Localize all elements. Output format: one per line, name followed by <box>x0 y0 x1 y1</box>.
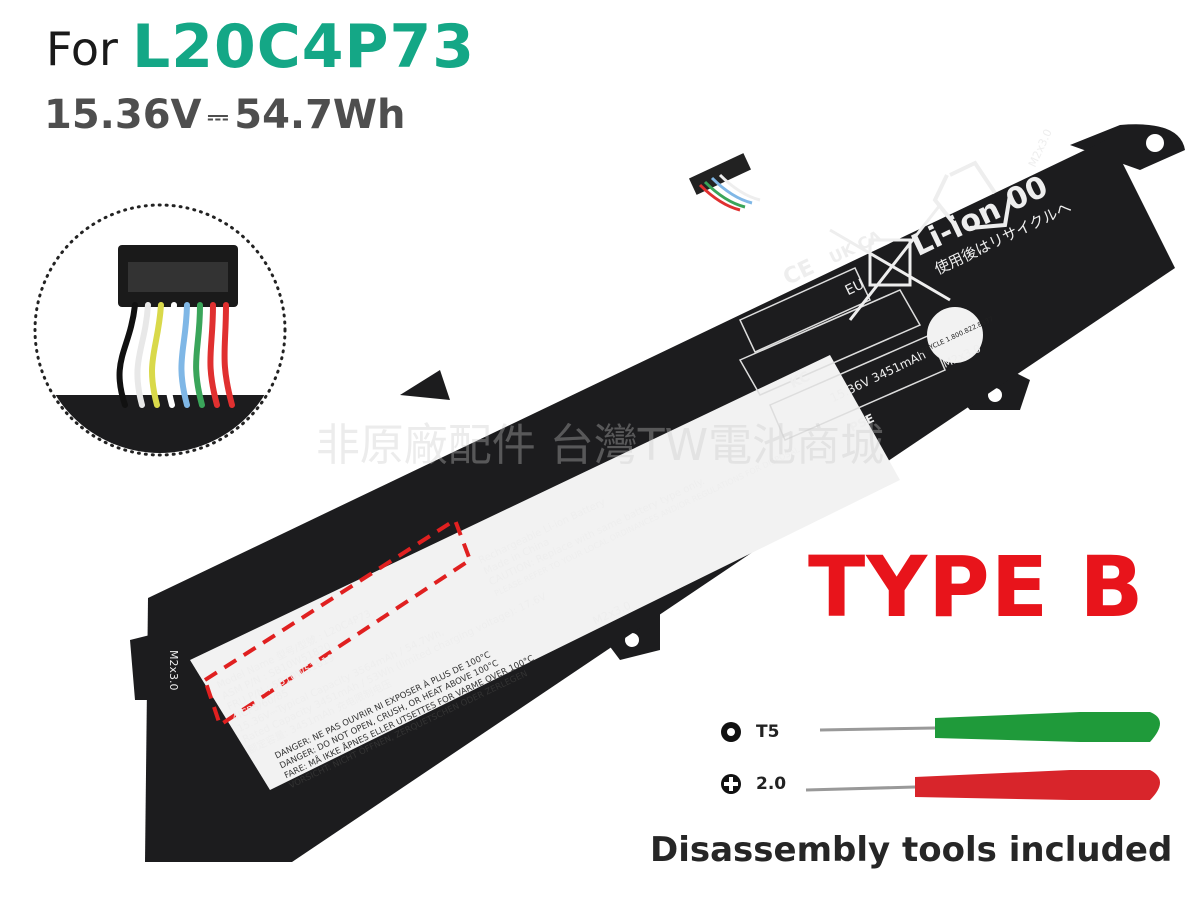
crossed-bin-icon <box>829 204 951 321</box>
label-kc: KC <box>787 369 812 392</box>
connector-wires <box>116 302 235 408</box>
battery-label-white <box>190 355 900 790</box>
energy: 54.7Wh <box>234 92 406 138</box>
phillips-screwdriver <box>805 770 1160 800</box>
recycle-seal <box>927 307 983 363</box>
label-outline-boxes <box>738 267 946 441</box>
watermark: 非原廠配件 台灣TW電池商城 <box>316 420 884 471</box>
torx-size-label: T5 <box>756 722 780 742</box>
phillips-icon <box>721 774 741 794</box>
phillips-size-label: 2.0 <box>756 774 787 794</box>
type-badge: TYPE B <box>808 538 1145 636</box>
tools-caption: Disassembly tools included <box>650 830 1173 870</box>
torx-screwdriver <box>819 712 1160 742</box>
label-eu: EU <box>843 276 867 299</box>
recycle-icon <box>932 160 1012 230</box>
connector-inset <box>33 203 287 457</box>
screw-label-top-right: M2x3.0 <box>1026 127 1055 169</box>
screw-label-left: M2x3.0 <box>167 650 180 691</box>
title-model-number: L20C4P73 <box>132 12 475 82</box>
battery-connector <box>689 153 761 212</box>
spec-line: 15.36V⎓54.7Wh <box>44 92 406 138</box>
voltage: 15.36V <box>44 92 202 138</box>
title-for-label: For <box>46 22 118 76</box>
dc-symbol-icon: ⎓ <box>207 101 229 132</box>
highlight-box <box>202 516 473 729</box>
torx-icon <box>721 722 741 742</box>
